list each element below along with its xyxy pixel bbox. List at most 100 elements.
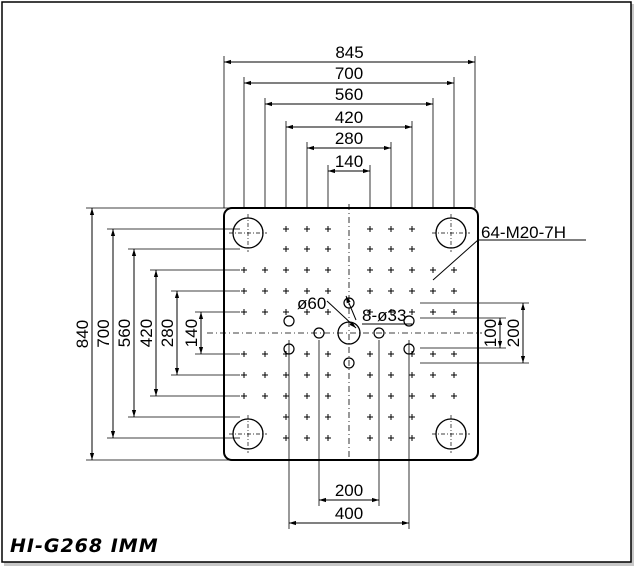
dimension-label: 140 [182, 319, 201, 347]
threaded-hole-mark [283, 393, 289, 399]
threaded-hole-mark [388, 288, 394, 294]
threaded-hole-mark [451, 372, 457, 378]
threaded-hole-mark [451, 288, 457, 294]
threaded-hole-mark [409, 435, 415, 441]
pin-hole [313, 327, 325, 339]
dimension-label: 700 [335, 64, 363, 83]
threaded-hole-mark [241, 288, 247, 294]
threaded-hole-grid [241, 226, 457, 441]
thread-callout: 64-M20-7H [481, 223, 566, 242]
threaded-hole-mark [304, 414, 310, 420]
threaded-hole-mark [325, 226, 331, 232]
threaded-hole-mark [241, 393, 247, 399]
threaded-hole-mark [430, 309, 436, 315]
pin-hole [343, 357, 355, 369]
dimension-label: 420 [335, 108, 363, 127]
threaded-hole-mark [388, 267, 394, 273]
dimension-label: 140 [335, 152, 363, 171]
threaded-hole-mark [388, 351, 394, 357]
threaded-hole-mark [262, 393, 268, 399]
dimension-label: 560 [335, 85, 363, 104]
outer-border [1, 1, 632, 563]
pin-hole [373, 327, 385, 339]
threaded-hole-mark [367, 226, 373, 232]
threaded-hole-mark [325, 288, 331, 294]
threaded-hole-mark [325, 393, 331, 399]
threaded-hole-mark [367, 414, 373, 420]
threaded-hole-mark [451, 393, 457, 399]
threaded-hole-mark [430, 351, 436, 357]
center-hole-leader [326, 300, 357, 329]
threaded-hole-mark [304, 246, 310, 252]
dimension-label: 840 [73, 320, 92, 348]
threaded-hole-mark [367, 351, 373, 357]
threaded-hole-mark [262, 309, 268, 315]
threaded-hole-mark [367, 372, 373, 378]
dimension-label: 700 [94, 319, 113, 347]
threaded-hole-mark [304, 288, 310, 294]
threaded-hole-mark [325, 309, 331, 315]
threaded-hole-mark [283, 435, 289, 441]
threaded-hole-mark [241, 309, 247, 315]
pin-hole [403, 343, 415, 355]
threaded-hole-mark [262, 288, 268, 294]
dimension-lines [89, 59, 526, 526]
dimension-label: 100 [481, 319, 500, 347]
threaded-hole-mark [262, 351, 268, 357]
threaded-hole-mark [304, 393, 310, 399]
threaded-hole-mark [430, 288, 436, 294]
threaded-hole-mark [409, 267, 415, 273]
threaded-hole-mark [262, 372, 268, 378]
pin-hole [403, 315, 415, 327]
threaded-hole-mark [304, 351, 310, 357]
threaded-hole-mark [409, 309, 415, 315]
pin-hole [283, 315, 295, 327]
threaded-hole-mark [262, 267, 268, 273]
threaded-hole-mark [409, 414, 415, 420]
pin-hole [283, 343, 295, 355]
threaded-hole-mark [367, 435, 373, 441]
threaded-hole-mark [451, 309, 457, 315]
dimension-label: 560 [115, 319, 134, 347]
threaded-hole-mark [241, 372, 247, 378]
threaded-hole-mark [283, 246, 289, 252]
threaded-hole-mark [451, 351, 457, 357]
threaded-hole-mark [409, 393, 415, 399]
threaded-hole-mark [283, 414, 289, 420]
threaded-hole-mark [304, 435, 310, 441]
dimension-label: 200 [504, 319, 523, 347]
threaded-hole-mark [367, 288, 373, 294]
threaded-hole-mark [304, 267, 310, 273]
threaded-hole-mark [325, 414, 331, 420]
threaded-hole-mark [325, 267, 331, 273]
threaded-hole-mark [388, 435, 394, 441]
threaded-hole-mark [388, 372, 394, 378]
threaded-hole-mark [283, 267, 289, 273]
threaded-hole-mark [409, 226, 415, 232]
threaded-hole-mark [409, 246, 415, 252]
dimension-label: 280 [335, 129, 363, 148]
extension-lines [86, 56, 529, 529]
platen-plate [223, 207, 479, 461]
threaded-hole-mark [325, 372, 331, 378]
threaded-hole-mark [283, 288, 289, 294]
threaded-hole-mark [388, 414, 394, 420]
center-hole-callout: ø60 [297, 294, 326, 313]
threaded-hole-mark [367, 267, 373, 273]
threaded-hole-mark [388, 309, 394, 315]
threaded-hole-mark [241, 267, 247, 273]
threaded-hole-mark [388, 393, 394, 399]
threaded-hole-mark [304, 226, 310, 232]
threaded-hole-mark [409, 288, 415, 294]
threaded-hole-mark [367, 309, 373, 315]
thread-leader-line [432, 239, 479, 281]
threaded-hole-mark [283, 309, 289, 315]
threaded-hole-mark [367, 393, 373, 399]
dimension-label: 200 [335, 481, 363, 500]
